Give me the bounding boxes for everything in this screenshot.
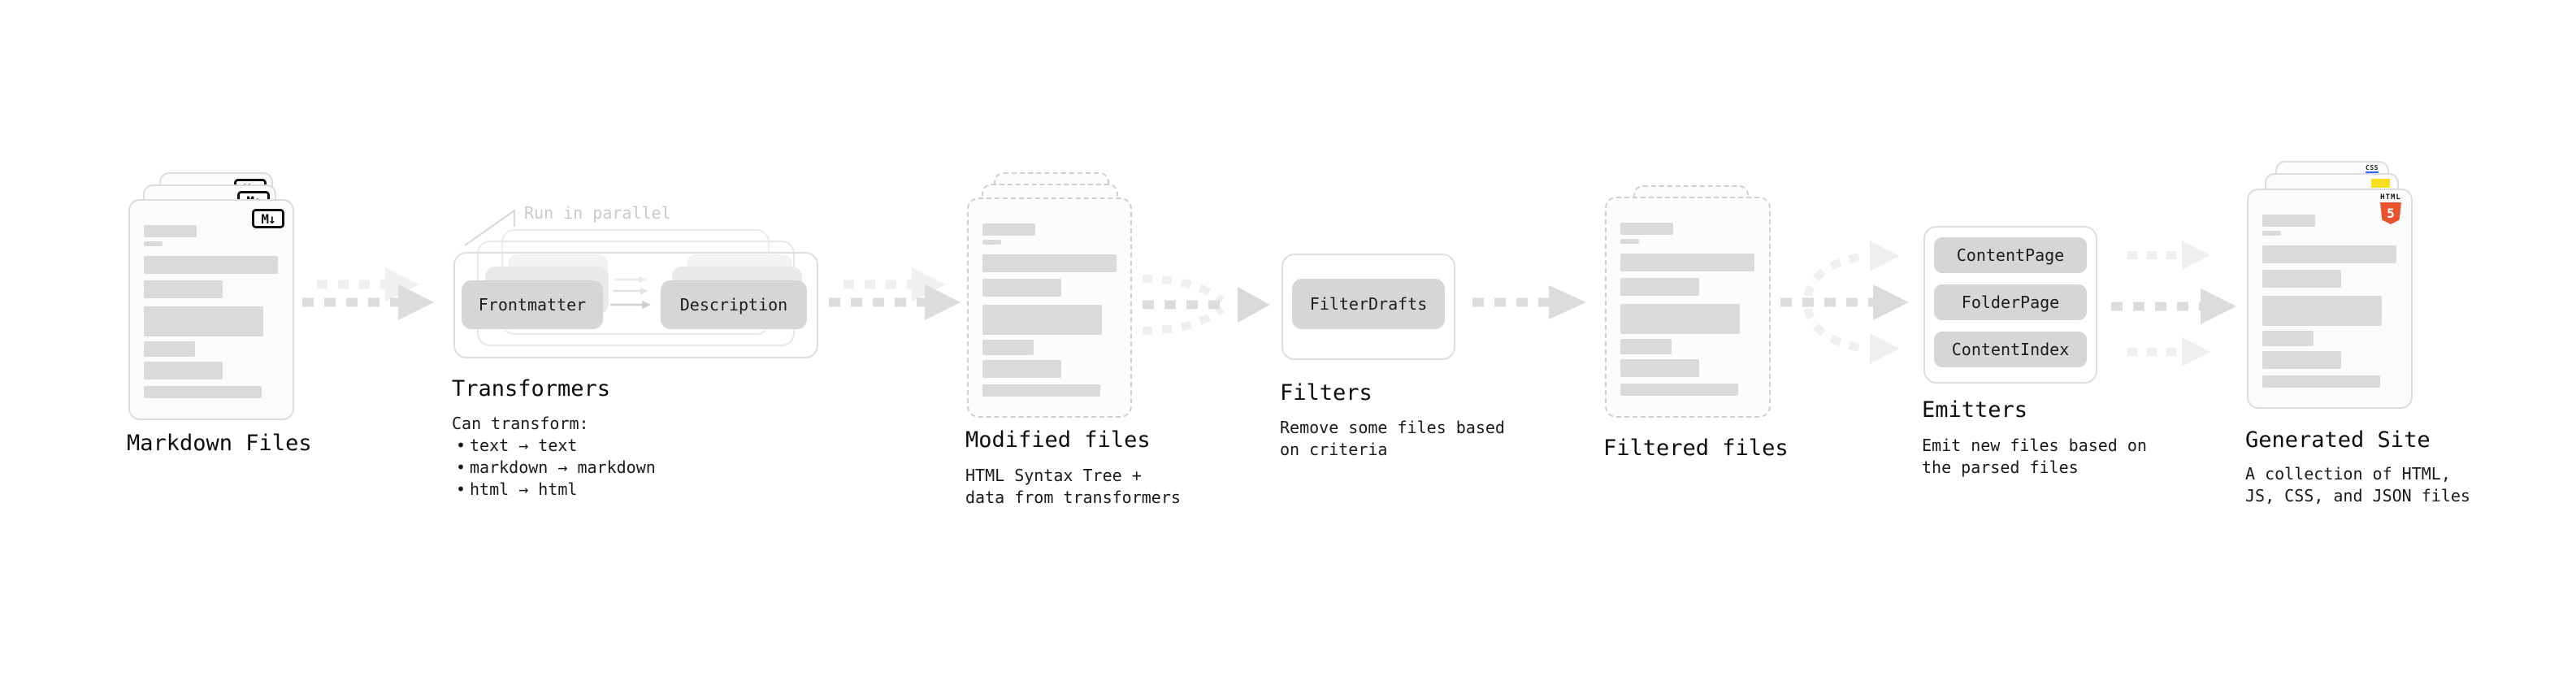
- subtitle-line: on criteria: [1280, 440, 1388, 459]
- flow-arrow-filters-to-filtered: [1472, 285, 1586, 319]
- run-in-parallel-label: Run in parallel: [524, 203, 671, 223]
- css-underline: [2366, 171, 2379, 174]
- skeleton-bar: [144, 306, 263, 336]
- skeleton-bar: [2262, 375, 2380, 388]
- skeleton-bar: [144, 256, 278, 274]
- filtered-files-title: Filtered files: [1603, 436, 1789, 461]
- list-item: • text → text: [452, 435, 656, 457]
- site-file-card: HTML 5: [2247, 189, 2413, 409]
- skeleton-bar: [144, 225, 197, 237]
- subtitle-line: JS, CSS, and JSON files: [2245, 486, 2470, 505]
- description-pill: Description: [661, 280, 807, 329]
- markdown-file-card: M↓: [128, 199, 294, 420]
- skeleton-bar: [982, 223, 1035, 236]
- css3-icon: CSS: [2364, 164, 2380, 174]
- list-item-text: text → text: [470, 436, 578, 455]
- subtitle-line: the parsed files: [1922, 458, 2079, 477]
- emitters-subtitle: Emit new files based on the parsed files: [1922, 435, 2147, 479]
- skeleton-bar: [982, 254, 1117, 272]
- list-item: • markdown → markdown: [452, 457, 656, 479]
- skeleton-bar: [982, 340, 1034, 355]
- transformers-bullet-list: • text → text • markdown → markdown • ht…: [452, 435, 656, 501]
- filters-title: Filters: [1280, 380, 1373, 406]
- subtitle-line: HTML Syntax Tree +: [965, 466, 1142, 485]
- flow-arrow-transformers-to-modified: [829, 267, 961, 320]
- list-item-text: html → html: [470, 479, 578, 499]
- skeleton-bar: [144, 341, 195, 357]
- html5-shield: 5: [2380, 202, 2401, 224]
- flow-arrow-emitters-to-site: [2111, 241, 2236, 367]
- skeleton-bar: [2262, 215, 2315, 227]
- skeleton-bar: [982, 305, 1102, 335]
- skeleton-bar: [144, 241, 163, 246]
- generated-site-subtitle: A collection of HTML, JS, CSS, and JSON …: [2245, 463, 2470, 507]
- skeleton-bar: [1620, 278, 1699, 296]
- run-in-parallel-leader-line: [464, 209, 515, 246]
- skeleton-bar: [1620, 384, 1738, 396]
- modified-files-subtitle: HTML Syntax Tree + data from transformer…: [965, 465, 1181, 509]
- bullet-icon: •: [455, 436, 466, 455]
- skeleton-bar: [982, 384, 1100, 397]
- transformers-description-heading: Can transform:: [452, 414, 589, 433]
- filterdrafts-pill: FilterDrafts: [1292, 279, 1445, 329]
- modified-files-title: Modified files: [965, 427, 1151, 453]
- frontmatter-pill: Frontmatter: [462, 280, 603, 329]
- subtitle-line: data from transformers: [965, 488, 1181, 507]
- list-item: • html → html: [452, 479, 656, 501]
- skeleton-bar: [2262, 331, 2314, 346]
- javascript-icon: [2371, 179, 2390, 188]
- skeleton-bar: [2262, 351, 2341, 369]
- skeleton-bar: [1620, 254, 1754, 271]
- skeleton-bar: [982, 360, 1061, 378]
- skeleton-bar: [2262, 231, 2281, 236]
- skeleton-bar: [1620, 339, 1672, 354]
- flow-arrow-markdown-to-transformers: [302, 267, 434, 320]
- skeleton-bar: [1620, 223, 1673, 235]
- skeleton-bar: [1620, 239, 1639, 244]
- transformers-title: Transformers: [452, 376, 611, 401]
- transform-step-arrows: [610, 275, 651, 309]
- folderpage-pill: FolderPage: [1934, 284, 2087, 320]
- skeleton-bar: [982, 279, 1061, 297]
- modified-file-card: [967, 197, 1132, 418]
- contentpage-pill: ContentPage: [1934, 237, 2087, 273]
- flow-arrow-filtered-to-emitters: [1780, 241, 1909, 364]
- skeleton-bar: [2262, 245, 2396, 263]
- contentindex-pill: ContentIndex: [1934, 332, 2087, 367]
- bullet-icon: •: [455, 479, 466, 499]
- list-item-text: markdown → markdown: [470, 458, 656, 477]
- skeleton-bar: [1620, 359, 1699, 377]
- subtitle-line: A collection of HTML,: [2245, 464, 2451, 484]
- skeleton-bar: [2262, 296, 2382, 326]
- markdown-files-title: Markdown Files: [127, 431, 312, 456]
- skeleton-bar: [144, 362, 223, 380]
- bullet-icon: •: [455, 458, 466, 477]
- subtitle-line: Remove some files based: [1280, 418, 1505, 437]
- emitters-title: Emitters: [1922, 397, 2028, 423]
- skeleton-bar: [144, 280, 223, 298]
- skeleton-bar: [982, 240, 1001, 245]
- generated-site-title: Generated Site: [2245, 427, 2431, 453]
- skeleton-bar: [2262, 270, 2341, 288]
- filtered-file-card: [1605, 197, 1771, 418]
- flow-arrow-modified-to-filters: [1142, 275, 1270, 335]
- transformer-layer-front: [453, 252, 818, 358]
- skeleton-bar: [1620, 304, 1740, 334]
- markdown-icon: M↓: [252, 209, 284, 228]
- skeleton-bar: [144, 386, 262, 398]
- html5-icon: HTML 5: [2379, 193, 2403, 224]
- subtitle-line: Emit new files based on: [1922, 436, 2147, 455]
- filters-subtitle: Remove some files based on criteria: [1280, 417, 1505, 461]
